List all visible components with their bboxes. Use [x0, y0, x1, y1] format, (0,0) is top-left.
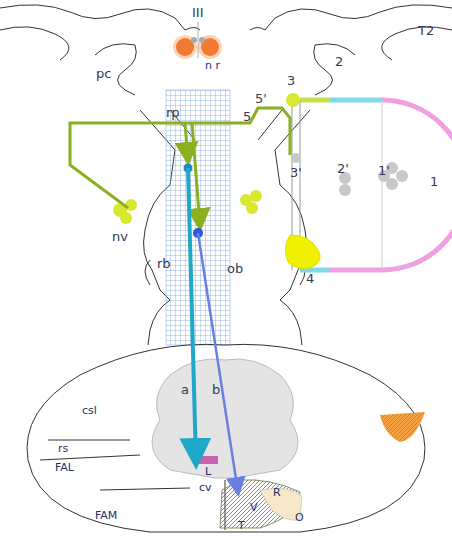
part-label: 1'	[378, 164, 390, 177]
part-label: O	[295, 512, 304, 523]
part-label: cv	[199, 482, 212, 493]
part-label: ob	[227, 262, 243, 275]
part-label: T2	[418, 24, 434, 37]
part-label: 1	[430, 175, 438, 188]
part-label: 5'	[255, 92, 267, 105]
part-label: FAM	[95, 510, 117, 521]
part-label: V	[250, 502, 258, 513]
part-label: pc	[96, 67, 111, 80]
part-label: III	[192, 6, 204, 19]
part-label: rs	[58, 443, 68, 454]
part-label: FAL	[55, 462, 74, 473]
part-label: b	[212, 383, 220, 396]
part-label: L	[205, 466, 211, 477]
part-label: csl	[82, 405, 97, 416]
part-label: 4	[306, 272, 314, 285]
part-label: 5	[243, 110, 251, 123]
part-label: R	[273, 487, 281, 498]
part-label: 3'	[290, 166, 302, 179]
part-label: 2'	[337, 162, 349, 175]
part-label: 2	[335, 55, 343, 68]
part-label: rb	[157, 257, 171, 270]
part-label: 3	[287, 74, 295, 87]
part-label: a	[181, 383, 189, 396]
part-label: n r	[205, 60, 220, 71]
part-label: T	[238, 520, 245, 531]
part-label: rp	[166, 106, 180, 119]
part-label: nv	[112, 230, 128, 243]
